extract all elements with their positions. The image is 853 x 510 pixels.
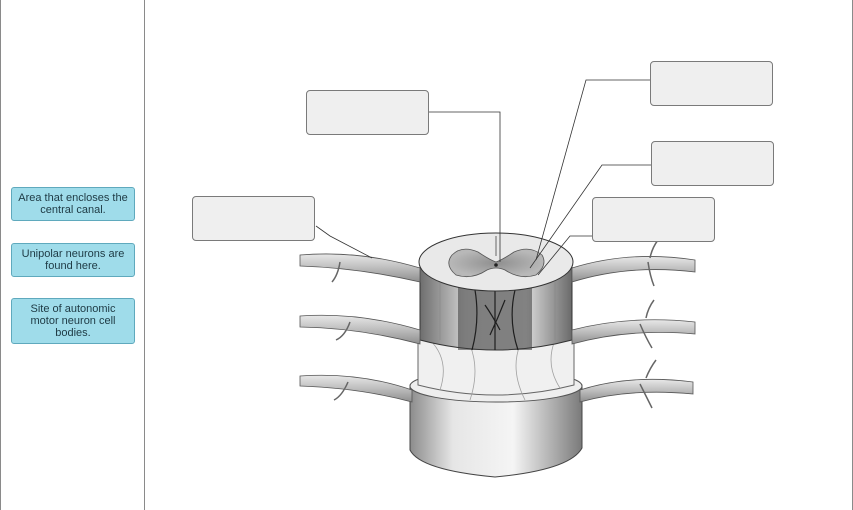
draggable-term-unipolar-neurons[interactable]: Unipolar neurons are found here. [11, 243, 135, 277]
drop-zone-3[interactable] [651, 141, 774, 186]
drop-zone-4[interactable] [592, 197, 715, 242]
drop-zone-1[interactable] [306, 90, 429, 135]
cross-section-shape [418, 232, 574, 292]
draggable-term-autonomic-motor[interactable]: Site of autonomic motor neuron cell bodi… [11, 298, 135, 344]
drop-zone-5[interactable] [192, 196, 315, 241]
labeling-workspace [146, 0, 852, 510]
spinal-nerve-shapes [299, 239, 696, 409]
leader-lines [315, 79, 651, 276]
term-palette: Area that encloses the central canal. Un… [1, 0, 145, 510]
spinal-cord-illustration [299, 79, 696, 478]
draggable-term-central-canal[interactable]: Area that encloses the central canal. [11, 187, 135, 221]
drop-zone-2[interactable] [650, 61, 773, 106]
